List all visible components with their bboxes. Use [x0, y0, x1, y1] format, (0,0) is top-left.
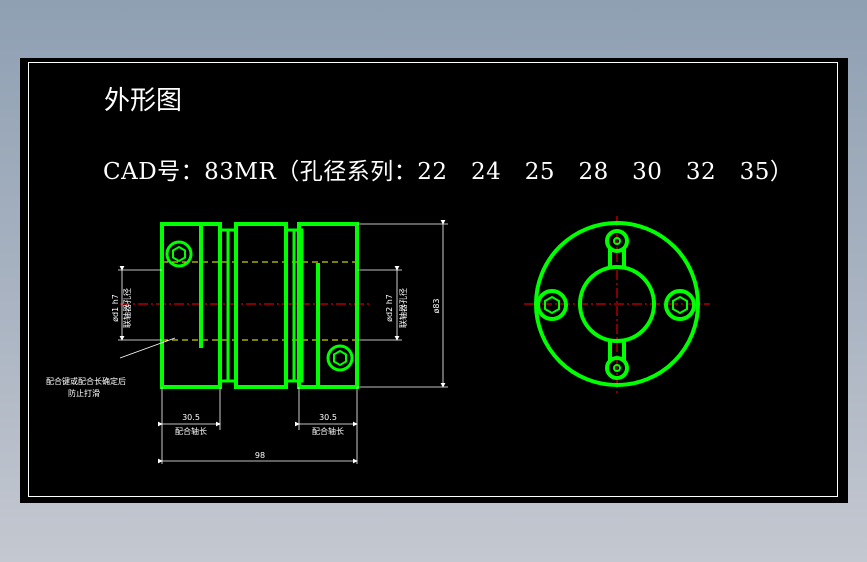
bottom-screw-hole [605, 356, 629, 380]
dim-d1-note: 联轴器孔径 [122, 288, 132, 328]
clamp-screw [326, 344, 354, 372]
drawing-title: 外形图 [104, 86, 183, 116]
clamp-screw [165, 240, 193, 268]
hex-socket [544, 295, 560, 315]
bore-size: 25 [524, 159, 556, 185]
top-screw-hole [605, 229, 629, 253]
hex-socket [172, 245, 186, 263]
hex-socket [333, 349, 347, 367]
side-note-1: 配合键或配合长确定后 [46, 376, 126, 386]
dim-d2-note: 联轴器孔径 [398, 288, 408, 328]
cad-prefix: CAD号：83MR（孔径系列： [103, 159, 418, 185]
right-screw [664, 289, 696, 321]
outer-circle [534, 221, 700, 387]
cad-number-line: CAD号：83MR（孔径系列：22 24 25 28 30 32 35） [103, 152, 793, 186]
cad-suffix: ） [769, 159, 794, 185]
dim-right-hub-label: 30.5 [319, 413, 337, 422]
left-screw [536, 289, 568, 321]
dim-d2-label: ød2 h7 [385, 294, 394, 322]
bore-size: 22 [417, 159, 448, 185]
drawing-border [28, 62, 838, 497]
dim-left-hub-label: 30.5 [182, 413, 200, 422]
bore-size: 24 [471, 159, 502, 185]
bore-size: 32 [685, 159, 717, 185]
bore-circle [578, 265, 656, 343]
cad-canvas: 外形图 CAD号：83MR（孔径系列：22 24 25 28 30 32 35） [20, 58, 848, 503]
bore-size: 35 [739, 159, 770, 185]
side-view: ød1 h7 联轴器孔径 ød2 h7 联轴器孔径 ø83 配合键或配合长确定后… [46, 220, 448, 464]
dim-left-hub-note: 配合轴长 [175, 426, 207, 436]
coupling-drawing: ød1 h7 联轴器孔径 ød2 h7 联轴器孔径 ø83 配合键或配合长确定后… [46, 216, 710, 464]
hex-socket [672, 295, 688, 315]
dim-right-hub-note: 配合轴长 [312, 426, 344, 436]
bore-size: 30 [632, 159, 663, 185]
dim-total-length-label: 98 [255, 451, 265, 460]
dim-outer-d-label: ø83 [432, 298, 441, 313]
dim-d1-label: ød1 h7 [111, 294, 120, 322]
end-view [524, 216, 710, 394]
right-hub [297, 222, 359, 389]
center-spacer [234, 222, 288, 389]
bore-size: 28 [578, 159, 609, 185]
side-note-2: 防止打滑 [68, 388, 100, 398]
